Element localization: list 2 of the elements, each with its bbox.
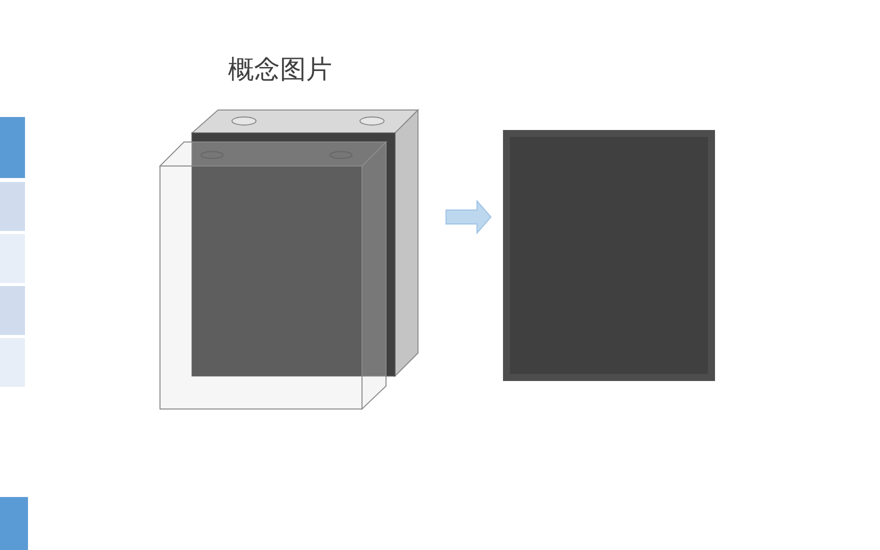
- title: 概念图片: [227, 53, 333, 86]
- block-arrow: [446, 200, 492, 234]
